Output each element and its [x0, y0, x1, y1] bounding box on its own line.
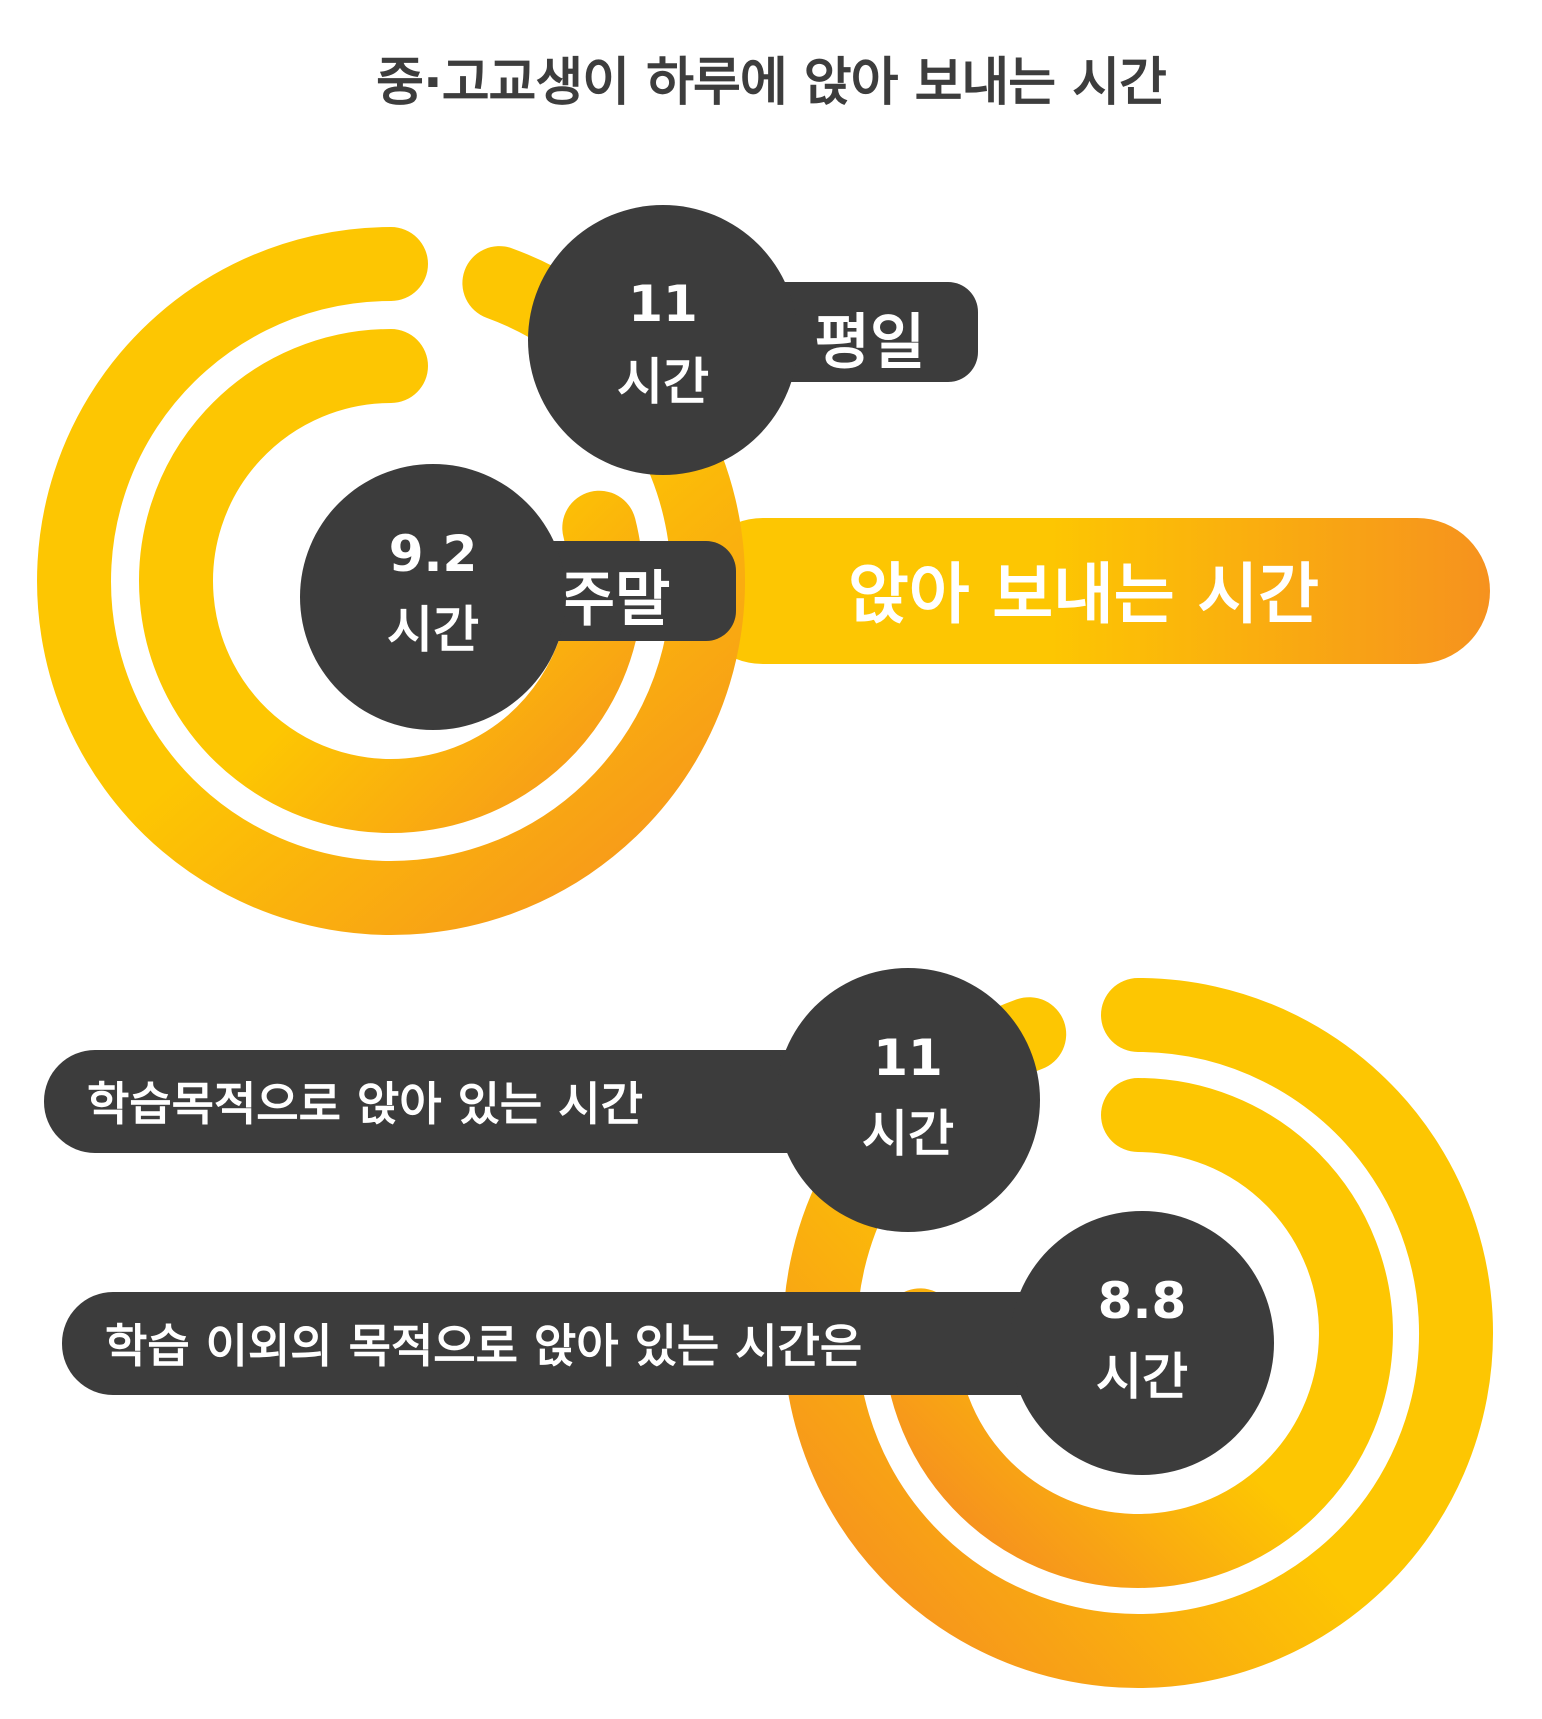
study-value-bubble — [776, 968, 1040, 1232]
non-study-value: 8.8 — [1098, 1272, 1187, 1330]
chart1: 앉아 보내는 시간 평일 11 시간 주말 9.2 시간 — [37, 205, 1490, 935]
weekday-unit: 시간 — [617, 353, 709, 411]
study-label-pill — [44, 1050, 884, 1153]
non-study-label-pill — [62, 1292, 1132, 1395]
weekend-value: 9.2 — [389, 525, 478, 583]
arc-weekday — [37, 227, 746, 935]
weekday-label: 평일 — [815, 308, 925, 378]
study-label: 학습목적으로 앉아 있는 시간 — [87, 1077, 643, 1131]
chart1-group-label-pill — [690, 518, 1490, 664]
non-study-value-bubble — [1010, 1211, 1274, 1475]
weekend-unit: 시간 — [387, 601, 479, 659]
page-title: 중·고교생이 하루에 앉아 보내는 시간 — [376, 53, 1167, 113]
arc-weekend — [139, 329, 643, 833]
non-study-label: 학습 이외의 목적으로 앉아 있는 시간은 — [105, 1319, 862, 1373]
study-unit: 시간 — [862, 1105, 954, 1163]
arc-study — [783, 978, 1493, 1688]
arc-non-study — [883, 1078, 1393, 1588]
weekday-value: 11 — [628, 275, 698, 333]
weekend-value-bubble — [300, 464, 566, 730]
chart1-group-label: 앉아 보내는 시간 — [848, 556, 1319, 633]
non-study-unit: 시간 — [1096, 1348, 1188, 1406]
weekday-value-bubble — [528, 205, 798, 475]
study-value: 11 — [873, 1029, 943, 1087]
weekend-label: 주말 — [560, 565, 670, 635]
chart2: 학습목적으로 앉아 있는 시간 11 시간 학습 이외의 목적으로 앉아 있는 … — [44, 968, 1493, 1688]
